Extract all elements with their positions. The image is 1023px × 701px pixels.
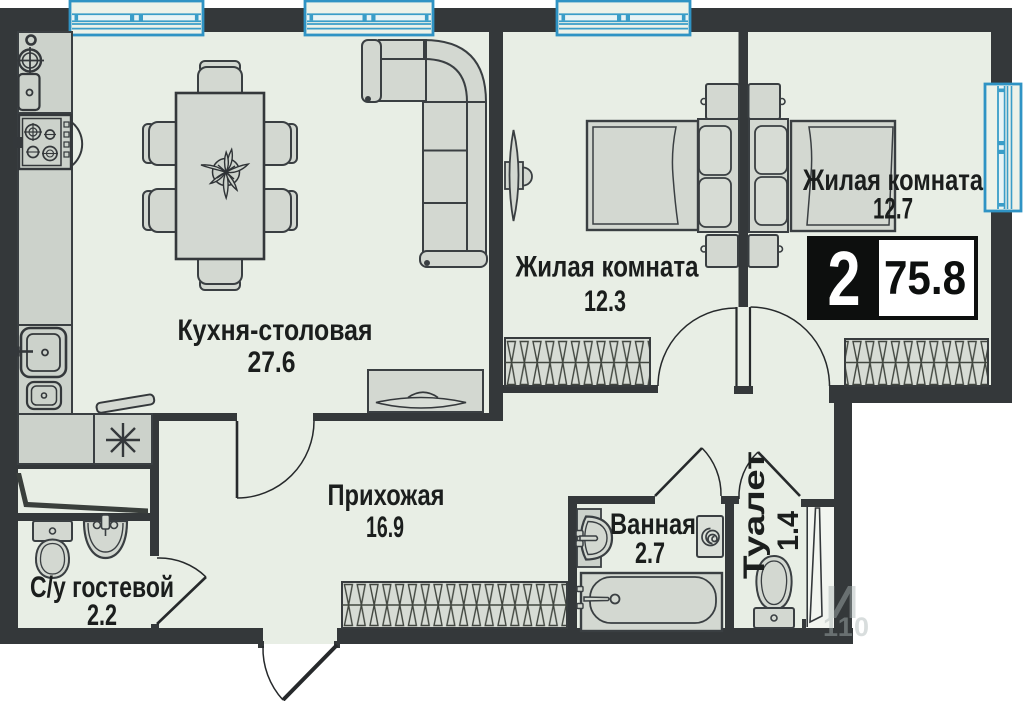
svg-text:27.6: 27.6 — [248, 346, 296, 379]
svg-text:16.9: 16.9 — [366, 511, 404, 544]
svg-text:110: 110 — [823, 612, 869, 642]
svg-text:Жилая комната: Жилая комната — [515, 251, 699, 284]
svg-text:2: 2 — [828, 236, 861, 322]
svg-text:12.3: 12.3 — [584, 285, 626, 318]
svg-text:2.7: 2.7 — [635, 537, 665, 570]
svg-text:12.7: 12.7 — [873, 193, 913, 226]
svg-text:Кухня-столовая: Кухня-столовая — [178, 314, 373, 347]
svg-text:Жилая комната: Жилая комната — [802, 164, 983, 197]
svg-text:Прихожая: Прихожая — [328, 479, 445, 512]
svg-text:С/у гостевой: С/у гостевой — [30, 571, 174, 604]
svg-text:1.4: 1.4 — [772, 511, 805, 551]
svg-text:Ванная: Ванная — [610, 508, 696, 541]
svg-text:2.2: 2.2 — [87, 599, 117, 632]
svg-text:Туалет: Туалет — [738, 451, 771, 579]
svg-text:75.8: 75.8 — [884, 251, 966, 304]
svg-text:И: И — [825, 576, 858, 628]
